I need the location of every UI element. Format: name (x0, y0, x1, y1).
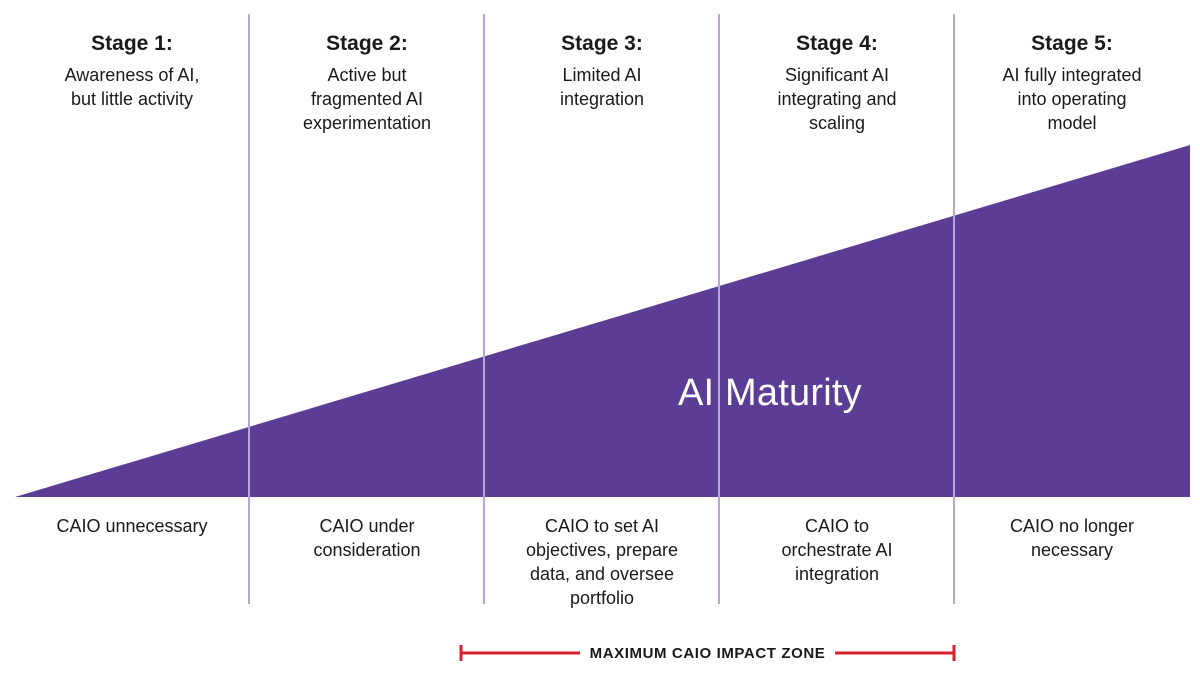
stage-2-desc-line: fragmented AI (310, 89, 424, 109)
stage-4-header: Stage 4: Significant AI integrating and … (722, 31, 952, 135)
stage-5-desc-line: into operating (1017, 89, 1127, 109)
stage-3-header: Stage 3: Limited AI integration (487, 31, 717, 111)
caio-line: CAIO under (319, 516, 415, 536)
caio-line: data, and oversee (529, 564, 675, 584)
caio-line: consideration (313, 540, 421, 560)
stage-3-title: Stage 3: (561, 32, 643, 55)
impact-zone-label: MAXIMUM CAIO IMPACT ZONE (460, 644, 955, 664)
caio-line: objectives, prepare (525, 540, 679, 560)
stage-2-header: Stage 2: Active but fragmented AI experi… (252, 31, 482, 135)
stage-5-header: Stage 5: AI fully integrated into operat… (957, 31, 1187, 135)
stage-4-desc-line: scaling (808, 113, 866, 133)
caio-line: CAIO to (804, 516, 870, 536)
stage-1-desc-line: Awareness of AI, (64, 65, 200, 85)
stage-3-caio-role: CAIO to set AI objectives, prepare data,… (487, 514, 717, 610)
stage-4-caio-role: CAIO to orchestrate AI integration (722, 514, 952, 586)
stage-4-desc-line: Significant AI (784, 65, 890, 85)
stage-1-desc-line: but little activity (70, 89, 194, 109)
stage-2-caio-role: CAIO under consideration (252, 514, 482, 562)
ai-maturity-wedge (15, 145, 1190, 497)
stage-3-desc-line: integration (559, 89, 645, 109)
ai-maturity-label: AI Maturity (678, 372, 862, 414)
stage-4-desc-line: integrating and (777, 89, 897, 109)
caio-line: CAIO unnecessary (56, 516, 208, 536)
stage-1-caio-role: CAIO unnecessary (17, 514, 247, 538)
caio-line: integration (794, 564, 880, 584)
caio-line: portfolio (569, 588, 635, 608)
stage-5-desc-line: AI fully integrated (1002, 65, 1142, 85)
caio-line: necessary (1030, 540, 1114, 560)
stage-1-header: Stage 1: Awareness of AI, but little act… (17, 31, 247, 111)
caio-line: orchestrate AI (781, 540, 893, 560)
stage-4-description: Significant AI integrating and scaling (722, 63, 952, 135)
stage-5-caio-role: CAIO no longer necessary (957, 514, 1187, 562)
stage-5-description: AI fully integrated into operating model (957, 63, 1187, 135)
stage-1-description: Awareness of AI, but little activity (17, 63, 247, 111)
caio-line: CAIO to set AI (544, 516, 660, 536)
stage-5-title: Stage 5: (1031, 32, 1113, 55)
stage-5-desc-line: model (1047, 113, 1097, 133)
stage-2-desc-line: Active but (327, 65, 407, 85)
stage-3-desc-line: Limited AI (562, 65, 642, 85)
impact-zone-text: MAXIMUM CAIO IMPACT ZONE (579, 645, 836, 662)
caio-line: CAIO no longer (1009, 516, 1135, 536)
stage-1-title: Stage 1: (91, 32, 173, 55)
stage-2-desc-line: experimentation (302, 113, 432, 133)
stage-3-description: Limited AI integration (487, 63, 717, 111)
stage-2-description: Active but fragmented AI experimentation (252, 63, 482, 135)
stage-2-title: Stage 2: (326, 32, 408, 55)
stage-4-title: Stage 4: (796, 32, 878, 55)
